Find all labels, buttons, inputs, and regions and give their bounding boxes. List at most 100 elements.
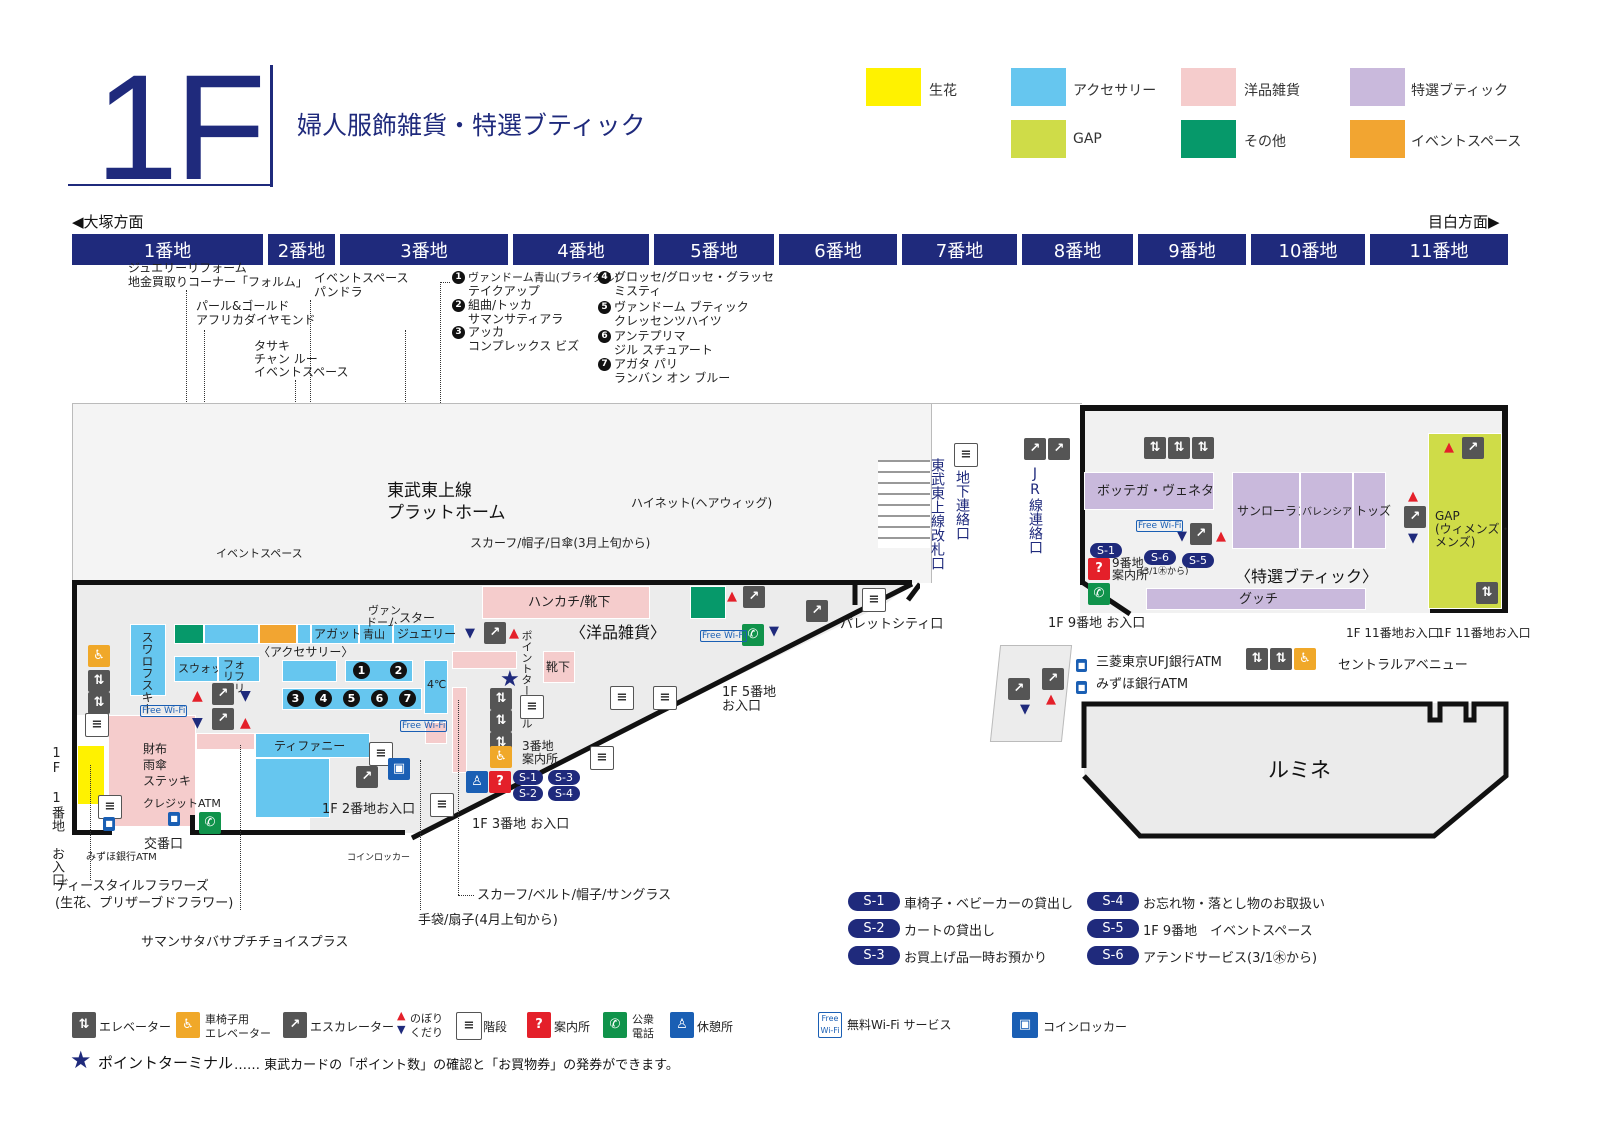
elevator-icon[interactable]: ⇅ <box>1246 648 1268 670</box>
public-phone-icon[interactable]: ✆ <box>742 624 764 646</box>
stairs-icon[interactable]: ≡ <box>520 695 544 719</box>
wall <box>1080 405 1508 411</box>
escalator-icon[interactable]: ↗ <box>212 683 234 705</box>
elevator-icon[interactable]: ⇅ <box>1270 648 1292 670</box>
escalator-icon[interactable]: ↗ <box>1042 668 1064 690</box>
label-gap: GAP <box>1435 509 1460 523</box>
label-crescent: クレッセンツハイツ <box>614 314 722 328</box>
service-badge-s1[interactable]: S-1 <box>1090 543 1122 558</box>
stairs-icon[interactable]: ≡ <box>862 588 886 612</box>
store-scarf[interactable] <box>452 651 517 669</box>
stairs-icon[interactable]: ≡ <box>954 443 978 467</box>
lumine-building[interactable] <box>1084 703 1504 838</box>
escalator-icon[interactable]: ↗ <box>484 622 506 644</box>
atm-icon[interactable]: ■ <box>1076 659 1087 672</box>
stairs-icon[interactable]: ≡ <box>653 686 677 710</box>
store-saint-laurent[interactable]: サンローラン <box>1232 472 1309 549</box>
public-phone-icon[interactable]: ✆ <box>199 812 221 834</box>
store-swarovski[interactable]: スワロフスキー <box>130 624 166 715</box>
wheelchair-elevator-icon[interactable]: ♿ <box>88 645 110 667</box>
store-star-jewelry[interactable]: ジュエリー <box>393 624 456 644</box>
entrance-2-label: 1F 2番地お入口 <box>322 802 416 817</box>
store-jewelry-reform[interactable] <box>174 624 204 644</box>
store-4c[interactable]: 4℃ <box>424 660 448 714</box>
store-swatch[interactable]: スウォッチ <box>174 656 233 682</box>
information-icon[interactable]: ? <box>1088 558 1110 580</box>
stairs-icon[interactable]: ≡ <box>610 686 634 710</box>
coin-locker-icon[interactable]: ▣ <box>388 758 410 780</box>
stairs-icon[interactable]: ≡ <box>590 746 614 770</box>
store-vendome-aoyama[interactable]: 青山 <box>359 624 393 644</box>
atm-icon[interactable]: ■ <box>1076 681 1087 694</box>
store-block[interactable] <box>282 660 337 682</box>
wall <box>72 830 112 835</box>
escalator-icon[interactable]: ↗ <box>1462 437 1484 459</box>
service-badge-s3[interactable]: S-3 <box>548 770 580 785</box>
store-folli[interactable]: フォリフォリ <box>218 656 260 695</box>
store-event-space[interactable] <box>259 624 297 644</box>
escalator-icon[interactable]: ↗ <box>212 708 234 730</box>
elevator-icon[interactable]: ⇅ <box>1476 582 1498 604</box>
elevator-icon[interactable]: ⇅ <box>1144 437 1166 459</box>
elevator-icon[interactable]: ⇅ <box>1192 437 1214 459</box>
label-umbrella: 雨傘 <box>143 758 168 772</box>
information-icon[interactable]: ? <box>489 771 511 793</box>
store-agate[interactable]: アガット <box>311 624 362 644</box>
elevator-icon[interactable]: ⇅ <box>1168 437 1190 459</box>
wheelchair-elevator-icon[interactable]: ♿ <box>490 746 512 768</box>
escalator-icon[interactable]: ↗ <box>356 766 378 788</box>
store-wallet-umbrella[interactable] <box>108 715 196 827</box>
store-gloves[interactable] <box>452 687 467 773</box>
elevator-icon[interactable]: ⇅ <box>88 692 110 714</box>
store-tods[interactable]: トッズ <box>1353 472 1391 549</box>
wifi-icon[interactable]: Free Wi-Fi <box>140 705 188 717</box>
escalator-icon[interactable]: ↗ <box>1190 523 1212 545</box>
store-tiffany[interactable]: ティファニー <box>255 733 370 758</box>
wall <box>72 580 912 585</box>
store-socks[interactable]: 靴下 <box>543 651 575 683</box>
escalator-icon[interactable]: ↗ <box>806 600 828 622</box>
store-gap[interactable] <box>1428 433 1502 609</box>
up-arrow-icon: ▲ <box>1444 440 1454 455</box>
public-phone-icon[interactable]: ✆ <box>1088 583 1110 605</box>
service-badge-s1[interactable]: S-1 <box>513 770 543 785</box>
wheelchair-elevator-icon[interactable]: ♿ <box>1294 648 1316 670</box>
rest-area-icon[interactable]: ♙ <box>466 771 488 793</box>
store-pearl-gold[interactable] <box>204 624 259 644</box>
store-balenciaga[interactable]: バレンシアガ <box>1300 472 1362 549</box>
store-wallet-2[interactable] <box>196 733 255 750</box>
stairs-icon[interactable]: ≡ <box>98 795 122 819</box>
store-misc[interactable] <box>425 722 447 744</box>
stairs-icon[interactable]: ≡ <box>430 793 454 817</box>
service-badge-s4[interactable]: S-4 <box>548 786 580 801</box>
store-dstyle-flowers[interactable] <box>77 745 105 805</box>
store-tasaki[interactable] <box>297 624 311 644</box>
service-badge-s6[interactable]: S-6 <box>1144 550 1176 565</box>
escalator-icon[interactable]: ↗ <box>1048 438 1070 460</box>
service-badge-s2[interactable]: S-2 <box>513 786 543 801</box>
atm-icon[interactable]: ■ <box>103 817 115 831</box>
atm-icon[interactable]: ■ <box>168 812 180 826</box>
stairs-icon[interactable]: ≡ <box>85 713 109 737</box>
wifi-icon[interactable]: Free Wi-Fi <box>700 630 748 642</box>
store-gucci[interactable]: グッチ <box>1146 588 1366 610</box>
service-badge-s5[interactable]: S-5 <box>1182 553 1214 568</box>
lumine-label: ルミネ <box>1268 758 1331 782</box>
entrance-11a-label: 1F 11番地お入口 <box>1346 626 1440 640</box>
point-terminal-star-icon[interactable]: ★ <box>500 667 520 692</box>
store-tiffany-2[interactable] <box>255 758 330 818</box>
label-hinet: ハイネット(ヘアウィッグ) <box>631 496 773 510</box>
wifi-icon[interactable]: Free Wi-Fi <box>1136 520 1184 532</box>
elevator-icon[interactable]: ⇅ <box>490 710 512 732</box>
store-bottega-veneta[interactable]: ボッテガ・ヴェネタ <box>1084 472 1214 510</box>
store-handkerchief[interactable]: ハンカチ/靴下 <box>482 586 650 619</box>
escalator-icon[interactable]: ↗ <box>743 586 765 608</box>
stairs-icon[interactable]: ≡ <box>369 742 393 766</box>
elevator-icon[interactable]: ⇅ <box>490 688 512 710</box>
escalator-icon[interactable]: ↗ <box>1024 438 1046 460</box>
wifi-icon[interactable]: Free Wi-Fi <box>400 720 448 732</box>
escalator-icon[interactable]: ↗ <box>1404 506 1426 528</box>
elevator-icon[interactable]: ⇅ <box>88 670 110 692</box>
escalator-icon[interactable]: ↗ <box>1008 678 1030 700</box>
store-hinet[interactable] <box>690 586 726 619</box>
